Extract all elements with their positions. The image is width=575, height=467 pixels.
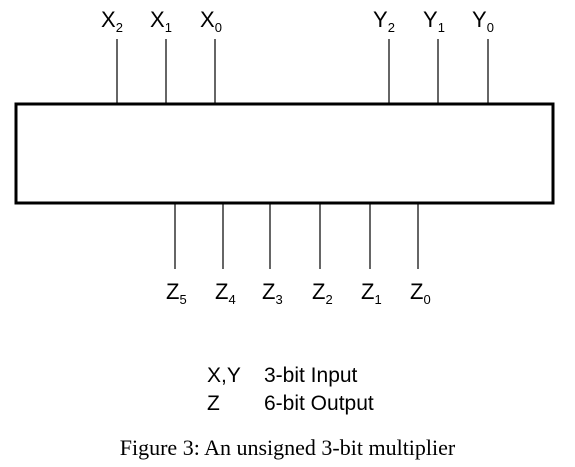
legend-symbol: Z <box>207 392 220 415</box>
legend-row-inputs: X,Y 3-bit Input <box>207 364 358 387</box>
multiplier-block <box>14 102 555 205</box>
pin-z4-label: Z4 <box>215 279 236 307</box>
legend: X,Y 3-bit Input Z 6-bit Output <box>207 364 374 415</box>
pin-y0-label: Y0 <box>472 7 494 35</box>
pin-z1-label: Z1 <box>361 279 382 307</box>
pin-z3-label: Z3 <box>262 279 283 307</box>
pin-x1-label: X1 <box>150 7 172 35</box>
pin-z2-label: Z2 <box>312 279 333 307</box>
pin-y1-label: Y1 <box>423 7 445 35</box>
pin-z3: Z3 <box>262 203 283 307</box>
pin-z2: Z2 <box>312 203 333 307</box>
legend-row-outputs: Z 6-bit Output <box>207 392 374 415</box>
legend-description: 6-bit Output <box>264 392 374 415</box>
output-z-pins: Z5 Z4 Z3 Z2 Z1 Z0 <box>166 203 431 307</box>
legend-description: 3-bit Input <box>264 364 358 387</box>
pin-x0: X0 <box>200 7 222 104</box>
pin-x2-label: X2 <box>101 7 123 35</box>
pin-y2: Y2 <box>373 7 395 104</box>
pin-z5-label: Z5 <box>166 279 187 307</box>
input-y-pins: Y2 Y1 Y0 <box>373 7 494 104</box>
pin-z5: Z5 <box>166 203 187 307</box>
pin-y2-label: Y2 <box>373 7 395 35</box>
figure-caption: Figure 3: An unsigned 3-bit multiplier <box>120 435 456 460</box>
pin-z1: Z1 <box>361 203 382 307</box>
pin-y1: Y1 <box>423 7 445 104</box>
pin-x1: X1 <box>150 7 172 104</box>
legend-symbol: X,Y <box>207 364 241 387</box>
input-x-pins: X2 X1 X0 <box>101 7 222 104</box>
pin-z0: Z0 <box>410 203 431 307</box>
pin-z0-label: Z0 <box>410 279 431 307</box>
pin-x2: X2 <box>101 7 123 104</box>
pin-z4: Z4 <box>215 203 236 307</box>
pin-x0-label: X0 <box>200 7 222 35</box>
pin-y0: Y0 <box>472 7 494 104</box>
